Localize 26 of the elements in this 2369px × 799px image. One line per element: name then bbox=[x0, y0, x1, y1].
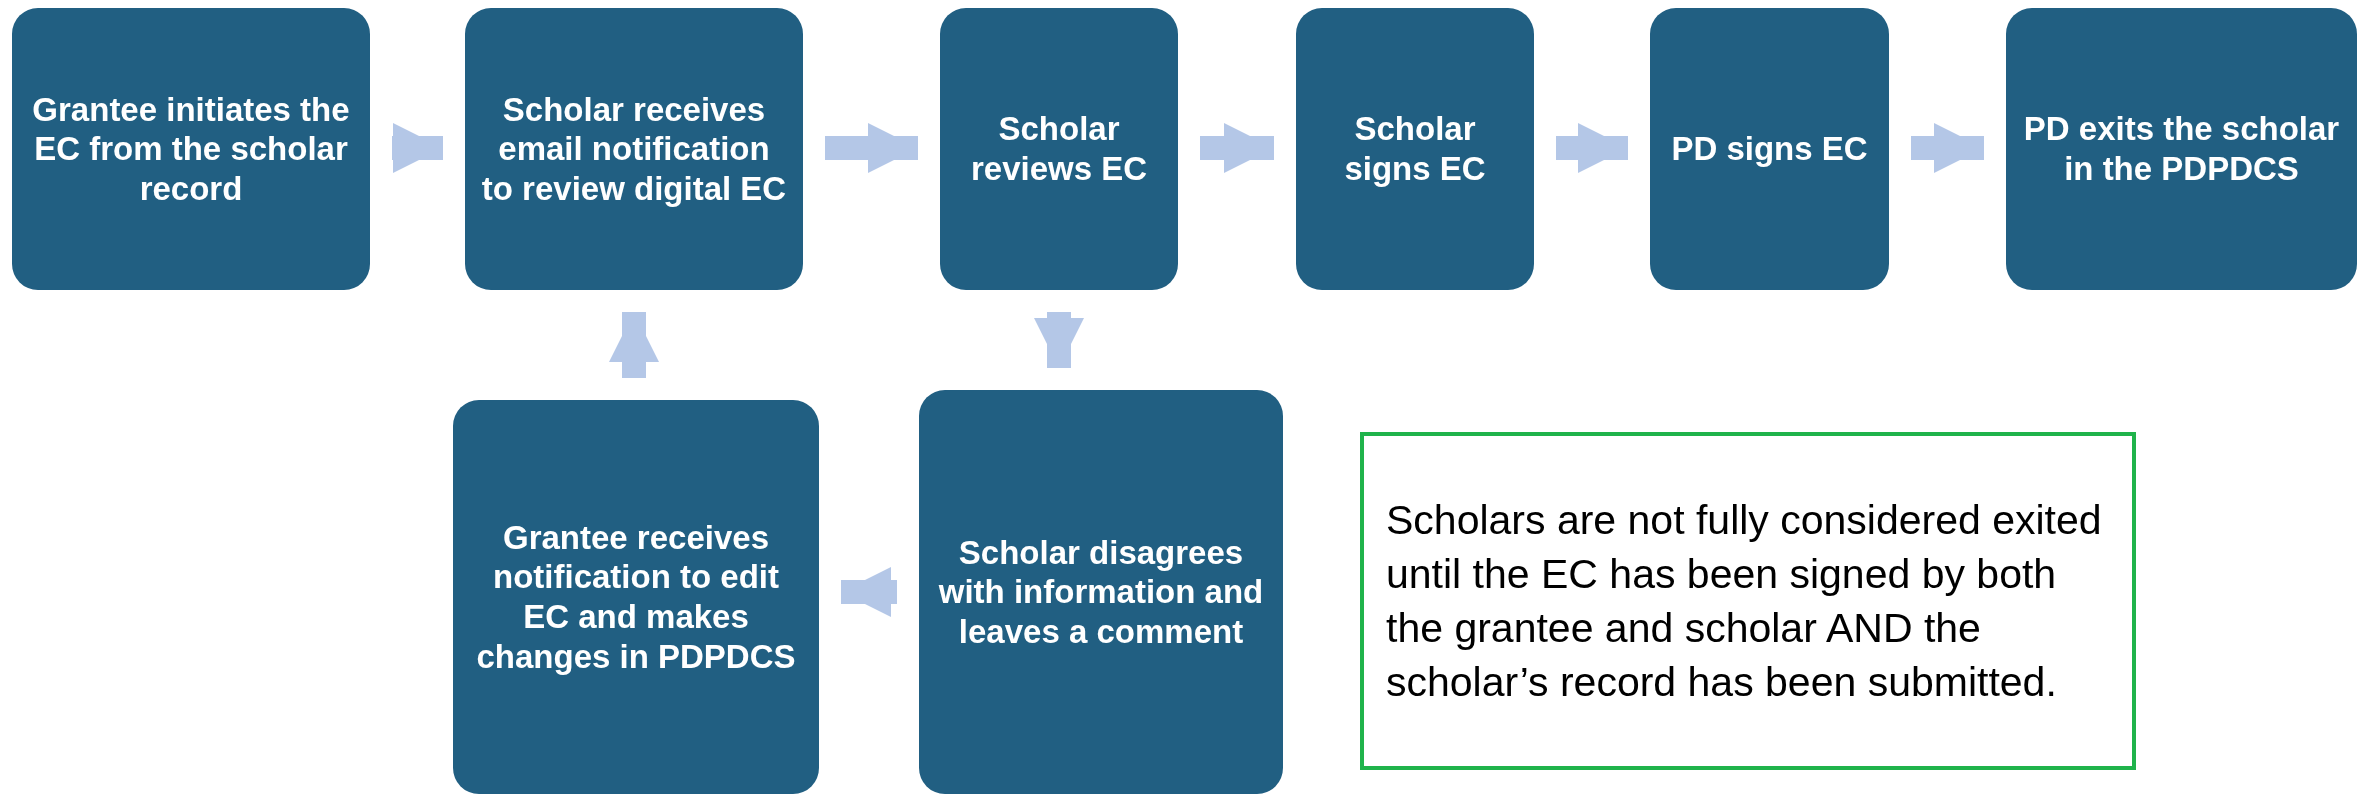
process-box bbox=[12, 8, 370, 290]
process-box bbox=[465, 8, 803, 290]
step-text: Grantee initiates the EC from the scholar record bbox=[31, 89, 351, 209]
step-text: Scholar disagrees with information and leaves a comment bbox=[937, 532, 1265, 652]
process-box bbox=[1650, 8, 1889, 290]
block-arrow bbox=[1200, 122, 1274, 174]
step-text: Scholar reviews EC bbox=[969, 109, 1149, 189]
note-box bbox=[1360, 432, 2136, 770]
step-text: Scholar signs EC bbox=[1343, 109, 1487, 189]
step-text: Scholar receives email notification to review digital EC bbox=[480, 89, 788, 209]
step-text: PD signs EC bbox=[1671, 129, 1868, 169]
process-box bbox=[2006, 8, 2357, 290]
process-box bbox=[940, 8, 1178, 290]
block-arrow bbox=[392, 122, 443, 174]
block-arrow bbox=[841, 566, 897, 618]
step-text: Grantee receives notification to edit EC and makes changes in PDPDCS bbox=[475, 517, 797, 677]
block-arrow bbox=[1911, 122, 1984, 174]
note-text: Scholars are not fully considered exited until the EC has been signed by both the grantee and scholar AND the scholar’s record has been submitted. bbox=[1386, 495, 2103, 708]
block-arrow bbox=[608, 312, 660, 378]
block-arrow bbox=[825, 122, 918, 174]
block-arrow bbox=[1556, 122, 1628, 174]
process-box bbox=[453, 400, 819, 794]
process-box bbox=[1296, 8, 1534, 290]
process-box bbox=[919, 390, 1283, 794]
step-text: PD exits the scholar in the PDPDCS bbox=[2022, 109, 2341, 189]
block-arrow bbox=[1033, 312, 1085, 368]
